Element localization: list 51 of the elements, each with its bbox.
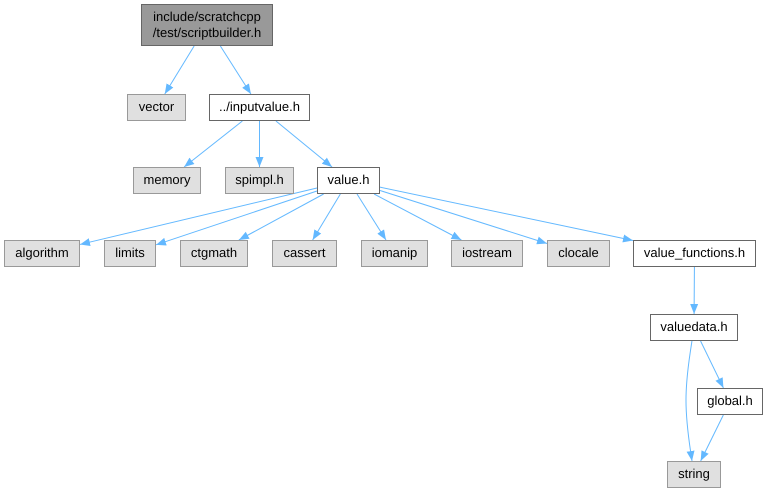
file-name: iostream — [461, 245, 513, 262]
arrow — [374, 194, 462, 240]
file-box — [650, 314, 738, 341]
file-name: include/scratchcpp /test/scriptbuilder.h — [152, 8, 262, 42]
arrow — [312, 194, 341, 240]
file-name: ctgmath — [190, 245, 238, 262]
file-box — [697, 388, 763, 415]
arrow — [380, 186, 634, 242]
file-box — [225, 167, 294, 194]
file-name: memory — [142, 172, 192, 189]
arrow — [238, 194, 324, 240]
file-box — [272, 240, 337, 267]
arrow — [700, 340, 724, 388]
file-name: value_functions.h — [642, 245, 746, 262]
arrow — [220, 46, 252, 94]
arrow — [156, 190, 318, 246]
file-name: clocale — [557, 245, 600, 262]
file-box — [209, 94, 310, 121]
file-name: vector — [138, 99, 176, 116]
file-name: limits — [114, 245, 146, 262]
file-box — [104, 240, 156, 267]
file-name: ../inputvalue.h — [218, 99, 301, 116]
file-box — [667, 461, 721, 488]
file-name: algorithm — [14, 245, 70, 262]
arrow — [275, 120, 333, 168]
file-box — [547, 240, 610, 267]
arrow — [690, 266, 698, 314]
arrow — [164, 46, 195, 94]
arrow — [184, 120, 243, 168]
file-box — [317, 167, 380, 194]
arrow — [80, 188, 318, 246]
arrow — [686, 340, 694, 462]
file-name: spimpl.h — [234, 172, 285, 189]
arrow — [356, 194, 386, 240]
file-name: valuedata.h — [659, 319, 729, 336]
file-name: iomanip — [370, 245, 418, 262]
file-name: global.h — [706, 393, 754, 410]
file-name: cassert — [282, 245, 326, 262]
file-name: value.h — [326, 172, 370, 189]
arrow — [380, 190, 548, 244]
file-box — [180, 240, 248, 267]
file-box — [141, 4, 273, 46]
file-box — [133, 167, 201, 194]
file-box — [361, 240, 428, 267]
arrow — [256, 120, 264, 168]
file-box — [633, 240, 756, 267]
file-box — [127, 94, 186, 121]
file-box — [4, 240, 80, 267]
file-name: string — [677, 466, 711, 483]
arrow — [700, 414, 724, 462]
file-box — [451, 240, 523, 267]
